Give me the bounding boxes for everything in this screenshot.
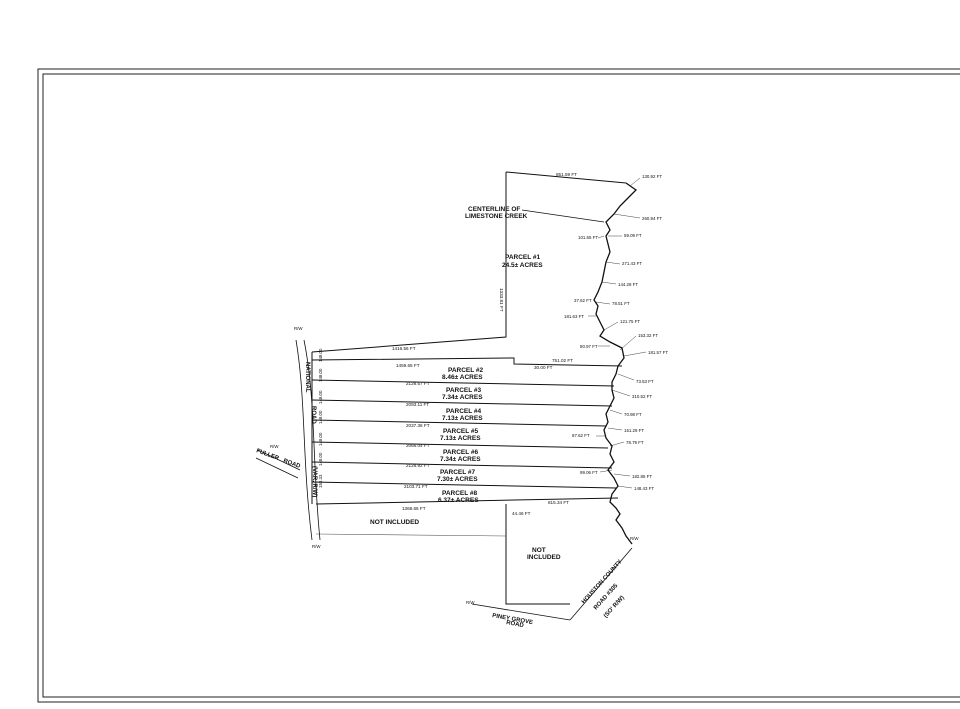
- creek-call: 121.75 FT: [620, 319, 640, 324]
- rw-mark: R/W: [466, 600, 475, 605]
- not-included-east-line-2: INCLUDED: [527, 554, 561, 561]
- dim-p4: 2093.11 FT: [406, 402, 429, 407]
- rw-mark: R/W: [630, 536, 639, 541]
- rw-mark: R/W: [294, 326, 303, 331]
- creek-call: 78.79 FT: [626, 440, 644, 445]
- creek-call: 70.98 FT: [624, 412, 642, 417]
- parcel-8-acres: 6.37± ACRES: [438, 497, 479, 504]
- dim-top: 851.59 FT: [556, 172, 577, 177]
- creek-call: 271.43 FT: [622, 261, 642, 266]
- parcel-1-boundary: [311, 171, 627, 353]
- dim-jog: 30.00 FT: [534, 365, 553, 370]
- parcel-2-name: PARCEL #2: [448, 367, 484, 374]
- parcel-5-acres: 7.13± ACRES: [440, 435, 481, 442]
- dim-ni-jog: 44.46 FT: [512, 511, 531, 516]
- creek-call: 181.63 FT: [564, 314, 584, 319]
- dim-p1-south-e: 751.02 FT: [552, 358, 573, 363]
- parcel-3-acres: 7.34± ACRES: [442, 394, 483, 401]
- dim-ni-north: 1368.66 FT: [402, 506, 426, 511]
- creek-call: 181.57 FT: [648, 350, 668, 355]
- fuller-road-label-2: ROAD: [282, 458, 301, 470]
- creek-call: 101.55 FT: [578, 235, 598, 240]
- not-included-east-line-1: NOT: [532, 547, 546, 554]
- outer-border: [37, 68, 960, 703]
- frontage-dim: 148.00: [318, 368, 323, 382]
- parcel-2-acres: 8.46± ACRES: [442, 374, 483, 381]
- parcel-lines: [311, 352, 623, 605]
- creek-call: 310.52 FT: [632, 394, 652, 399]
- creek-call: 260.94 FT: [642, 216, 662, 221]
- national-road-label-1: NATIONAL: [304, 362, 310, 393]
- frontage-dim: 148.00: [318, 390, 323, 404]
- parcel-3-name: PARCEL #3: [446, 387, 482, 394]
- inner-border: [42, 73, 960, 698]
- piney-grove-label-2: ROAD: [506, 620, 525, 629]
- creek-call: 87.62 FT: [572, 433, 590, 438]
- dim-p7: 2128.92 FT: [406, 463, 430, 468]
- rw-mark: R/W: [270, 444, 279, 449]
- frontage-dim: 153.33: [318, 474, 323, 488]
- creek-call-labels: 130.92 FT 260.94 FT 101.55 FT 59.09 FT 2…: [564, 174, 668, 491]
- fuller-road-label-1: FULLER: [255, 448, 280, 462]
- parcel-1-name: PARCEL #1: [505, 254, 541, 261]
- creek-call: 144.28 FT: [618, 282, 638, 287]
- creek-call: 99.06 FT: [580, 470, 598, 475]
- creek-call: 73.53 FT: [636, 379, 654, 384]
- dim-p3: 2128.57 FT: [406, 381, 430, 386]
- national-road-row: (VAR. R/W): [311, 466, 317, 497]
- parcel-5-name: PARCEL #5: [443, 428, 479, 435]
- creek-call: 130.92 FT: [642, 174, 662, 179]
- creek-call: 153.32 FT: [638, 333, 658, 338]
- parcel-8-name: PARCEL #8: [442, 490, 478, 497]
- creek-call: 151.29 FT: [624, 428, 644, 433]
- frontage-dim: 148.00: [318, 410, 323, 424]
- dim-p1-south: 1416.56 FT: [392, 346, 416, 351]
- creek-call: 37.62 FT: [574, 298, 592, 303]
- dim-west-p1: 1333.81 FT: [499, 288, 504, 312]
- parcel-7-acres: 7.30± ACRES: [437, 476, 478, 483]
- creek-call-dims: [588, 177, 647, 489]
- national-road-label-2: ROAD: [310, 406, 316, 424]
- rw-mark: R/W: [312, 544, 321, 549]
- parcel-4-name: PARCEL #4: [446, 408, 482, 415]
- parcel-1-acres: 24.5± ACRES: [502, 262, 543, 269]
- creek-label-line-1: CENTERLINE OF: [468, 206, 520, 213]
- dim-ni-east: 815.34 FT: [548, 500, 569, 505]
- creek-leader: [521, 209, 605, 223]
- parcel-6-acres: 7.34± ACRES: [440, 456, 481, 463]
- creek-call: 182.85 FT: [632, 474, 652, 479]
- frontage-dim: 148.00: [318, 432, 323, 446]
- frontage-dim: 148.00: [318, 452, 323, 466]
- parcel-4-acres: 7.13± ACRES: [442, 415, 483, 422]
- creek-call: 80.97 FT: [580, 344, 598, 349]
- creek-call: 148.43 FT: [634, 486, 654, 491]
- not-included-line: [315, 533, 507, 537]
- dim-p2: 1459.65 FT: [396, 363, 420, 368]
- dim-p5: 2037.36 FT: [406, 423, 430, 428]
- parcel-7-name: PARCEL #7: [440, 469, 476, 476]
- creek-call: 59.09 FT: [624, 233, 642, 238]
- creek-label-line-2: LIMESTONE CREEK: [465, 213, 528, 220]
- not-included-west: NOT INCLUDED: [370, 519, 419, 526]
- dim-p6: 2066.04 FT: [406, 443, 430, 448]
- frontage-dims: 148.00 148.00 148.00 148.00 148.00 148.0…: [318, 348, 323, 488]
- dim-p8: 2103.71 FT: [404, 484, 428, 489]
- frontage-dim: 148.00: [318, 348, 323, 362]
- parcel-6-name: PARCEL #6: [443, 449, 479, 456]
- creek-call: 78.51 FT: [612, 301, 630, 306]
- road-lines: [255, 339, 633, 621]
